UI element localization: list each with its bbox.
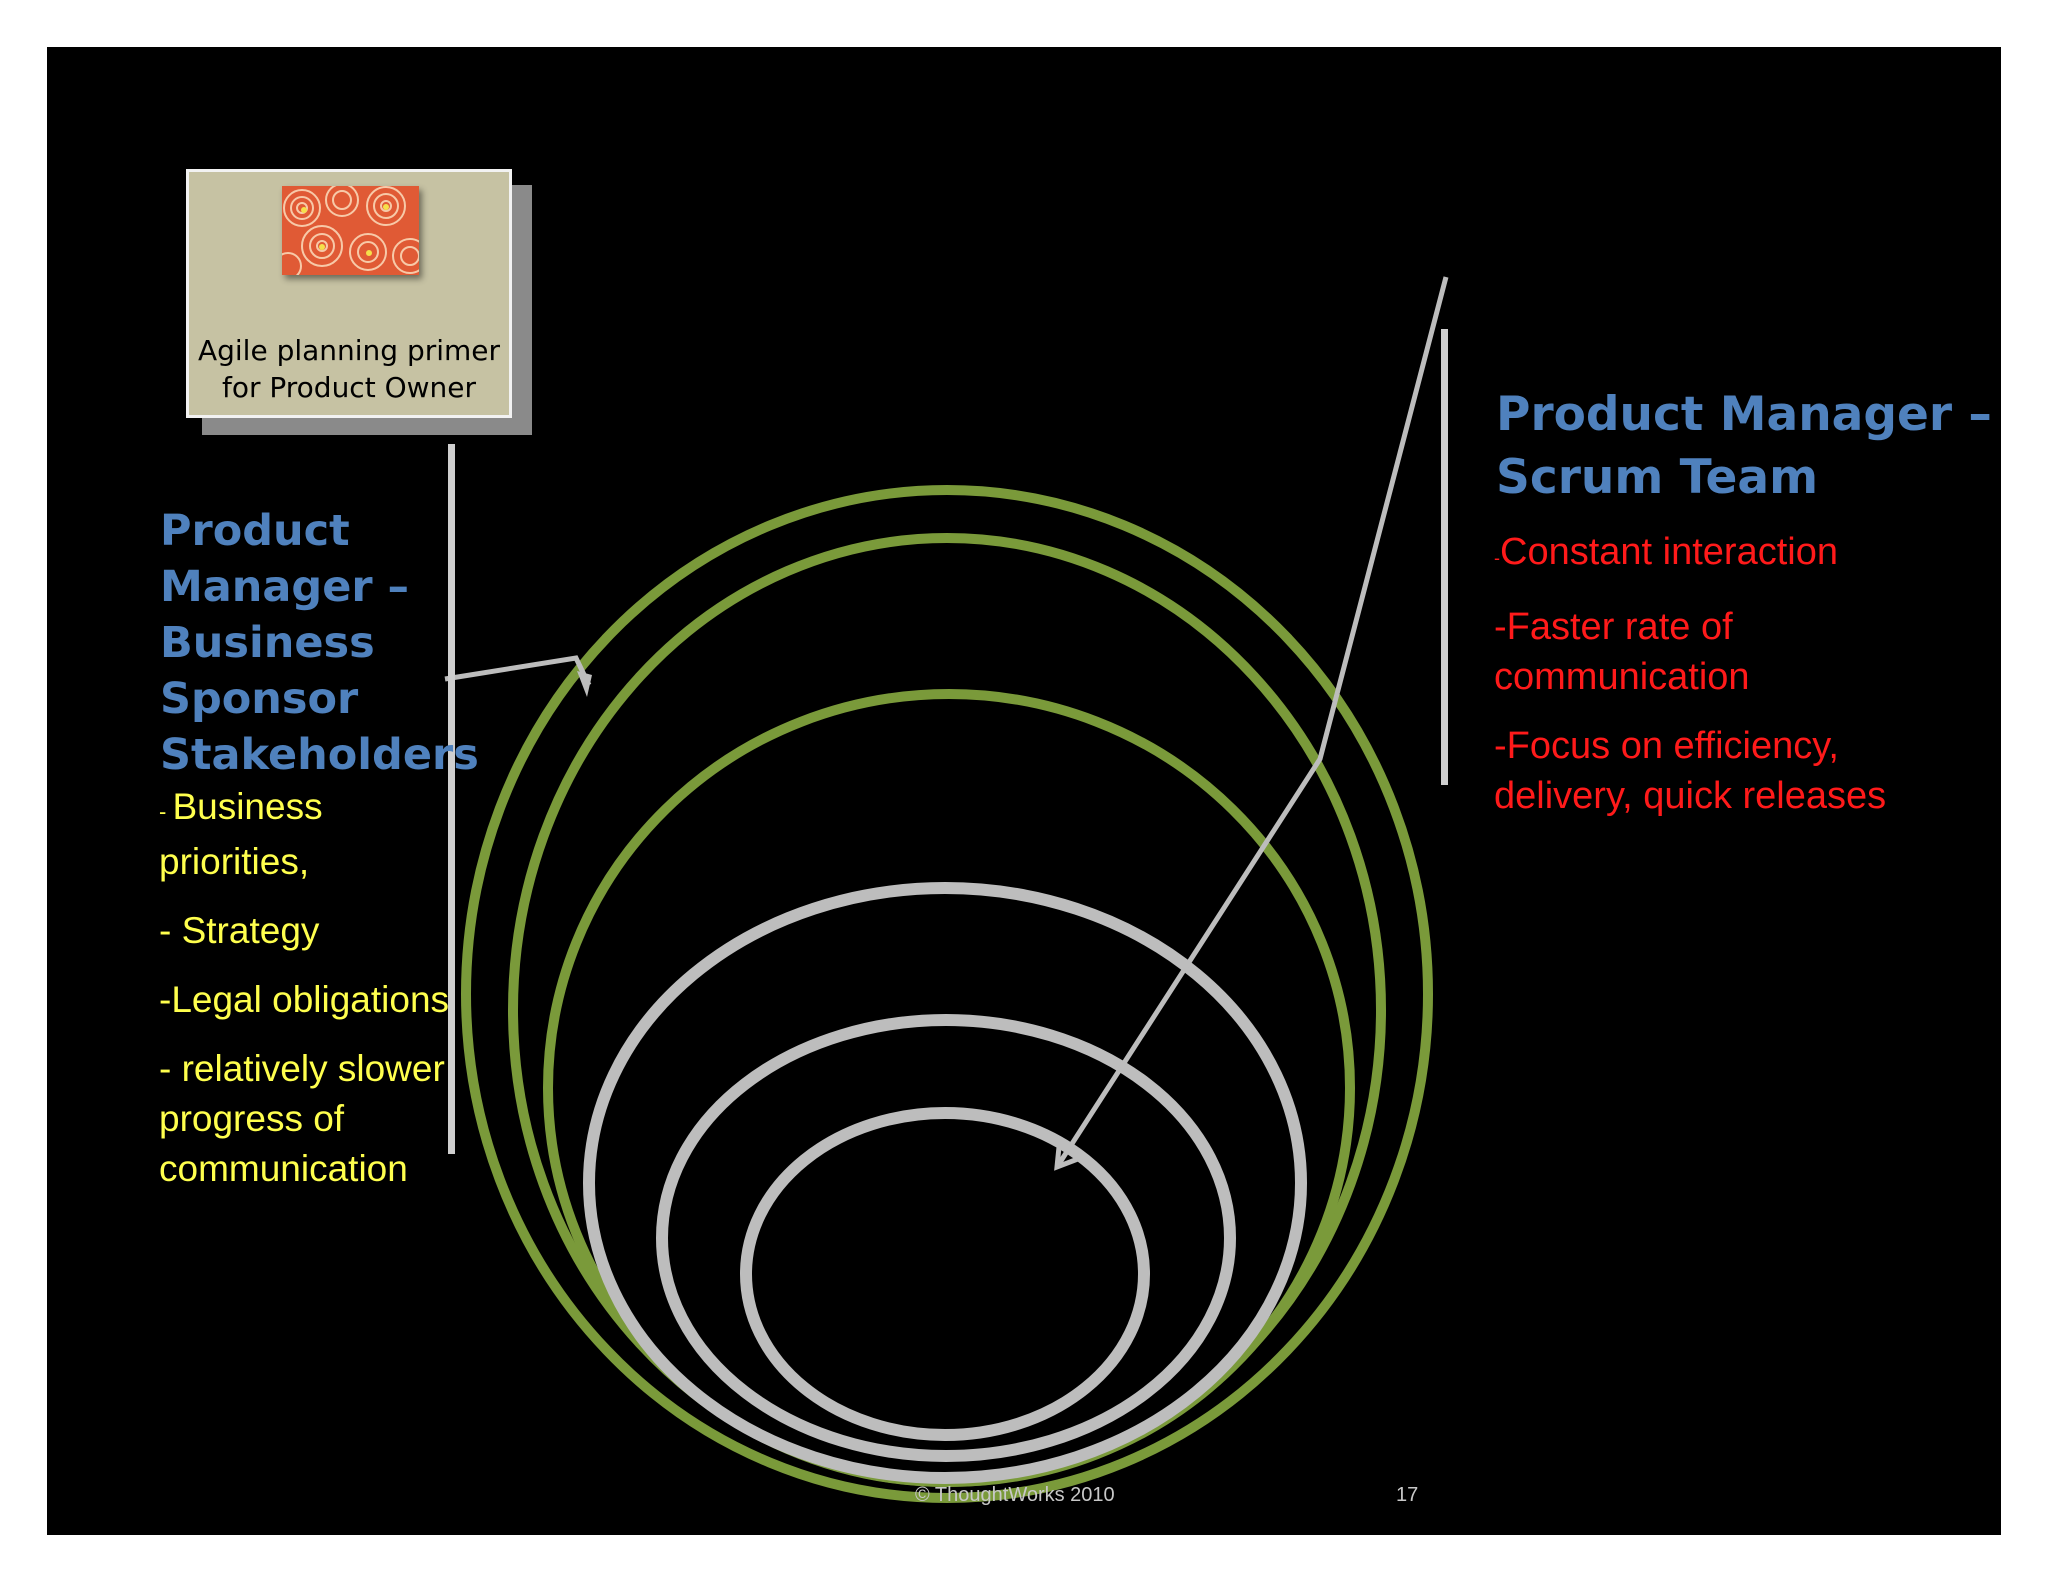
- thumbnail-card[interactable]: Agile planning primer for Product Owner: [186, 169, 512, 418]
- left-bullet-slower-progress: - relatively slower progress of communic…: [159, 1044, 499, 1194]
- left-heading-line: Business: [160, 618, 375, 668]
- gray-ring-inner: [740, 1107, 1150, 1441]
- left-bullet-strategy: - Strategy: [159, 906, 499, 956]
- right-heading: Product Manager – Scrum Team: [1496, 383, 2001, 509]
- slide: Agile planning primer for Product Owner: [47, 47, 2001, 1535]
- right-bullet-faster-rate: -Faster rate of communication: [1494, 602, 2001, 702]
- bullet-text: -Legal obligations: [159, 979, 450, 1020]
- onion-slices-image: [282, 186, 419, 275]
- inner-gray-rings: [583, 882, 1307, 1484]
- right-bullet-list: -Constant interaction -Faster rate of co…: [1494, 527, 2001, 840]
- left-bullet-business-priorities: - Business priorities,: [159, 782, 499, 887]
- bullet-text: delivery, quick releases: [1494, 775, 1887, 817]
- left-bullet-legal: -Legal obligations: [159, 975, 499, 1025]
- onion-slices-graphic: [282, 186, 419, 275]
- bullet-text: - Strategy: [159, 910, 320, 951]
- left-connector-arrowhead: [577, 671, 592, 697]
- bullet-text: -Focus on efficiency,: [1494, 725, 1839, 767]
- bullet-text: priorities,: [159, 841, 310, 882]
- thumbnail-caption: Agile planning primer for Product Owner: [189, 332, 509, 406]
- left-heading-line: Sponsor: [160, 674, 359, 724]
- right-connector-arrowhead: [1054, 1136, 1084, 1171]
- left-heading-line: Manager –: [160, 562, 410, 612]
- gray-ring-outer: [583, 882, 1307, 1484]
- bullet-text: communication: [159, 1148, 408, 1189]
- connector-lines: [444, 276, 1449, 1171]
- left-heading-line: Stakeholders: [160, 730, 479, 780]
- bullet-prefix: -: [159, 799, 173, 824]
- right-heading-line: Product Manager –: [1496, 387, 1992, 442]
- gray-ring-middle: [656, 1014, 1236, 1462]
- thumbnail-caption-line-2: for Product Owner: [221, 371, 477, 404]
- bullet-prefix: -: [1494, 548, 1500, 568]
- left-bullet-list: - Business priorities, - Strategy -Legal…: [159, 782, 499, 1213]
- thumbnail-caption-line-1: Agile planning primer: [197, 334, 501, 367]
- green-ring-outer: [461, 485, 1433, 1503]
- right-bullet-focus-efficiency: -Focus on efficiency, delivery, quick re…: [1494, 721, 2001, 821]
- bullet-text: -Faster rate of: [1494, 606, 1733, 648]
- footer-page-number: 17: [1396, 1484, 1419, 1506]
- right-connector-arrow: [1054, 276, 1449, 1169]
- bullet-text: communication: [1494, 656, 1750, 698]
- right-bracket: [1441, 329, 1448, 785]
- outer-green-rings: [461, 485, 1433, 1503]
- bullet-text: - relatively slower: [159, 1048, 445, 1089]
- concentric-rings-diagram: [444, 276, 1449, 1503]
- left-bracket: [448, 444, 455, 1154]
- footer-copyright: © ThoughtWorks 2010: [915, 1484, 1115, 1506]
- bullet-text: Constant interaction: [1500, 531, 1838, 573]
- right-bullet-constant-interaction: -Constant interaction: [1494, 527, 2001, 583]
- right-heading-line: Scrum Team: [1496, 450, 1819, 505]
- bullet-text: progress of: [159, 1098, 345, 1139]
- left-heading: Product Manager – Business Sponsor Stake…: [160, 503, 490, 783]
- bullet-text: Business: [172, 786, 323, 827]
- left-heading-line: Product: [160, 506, 350, 556]
